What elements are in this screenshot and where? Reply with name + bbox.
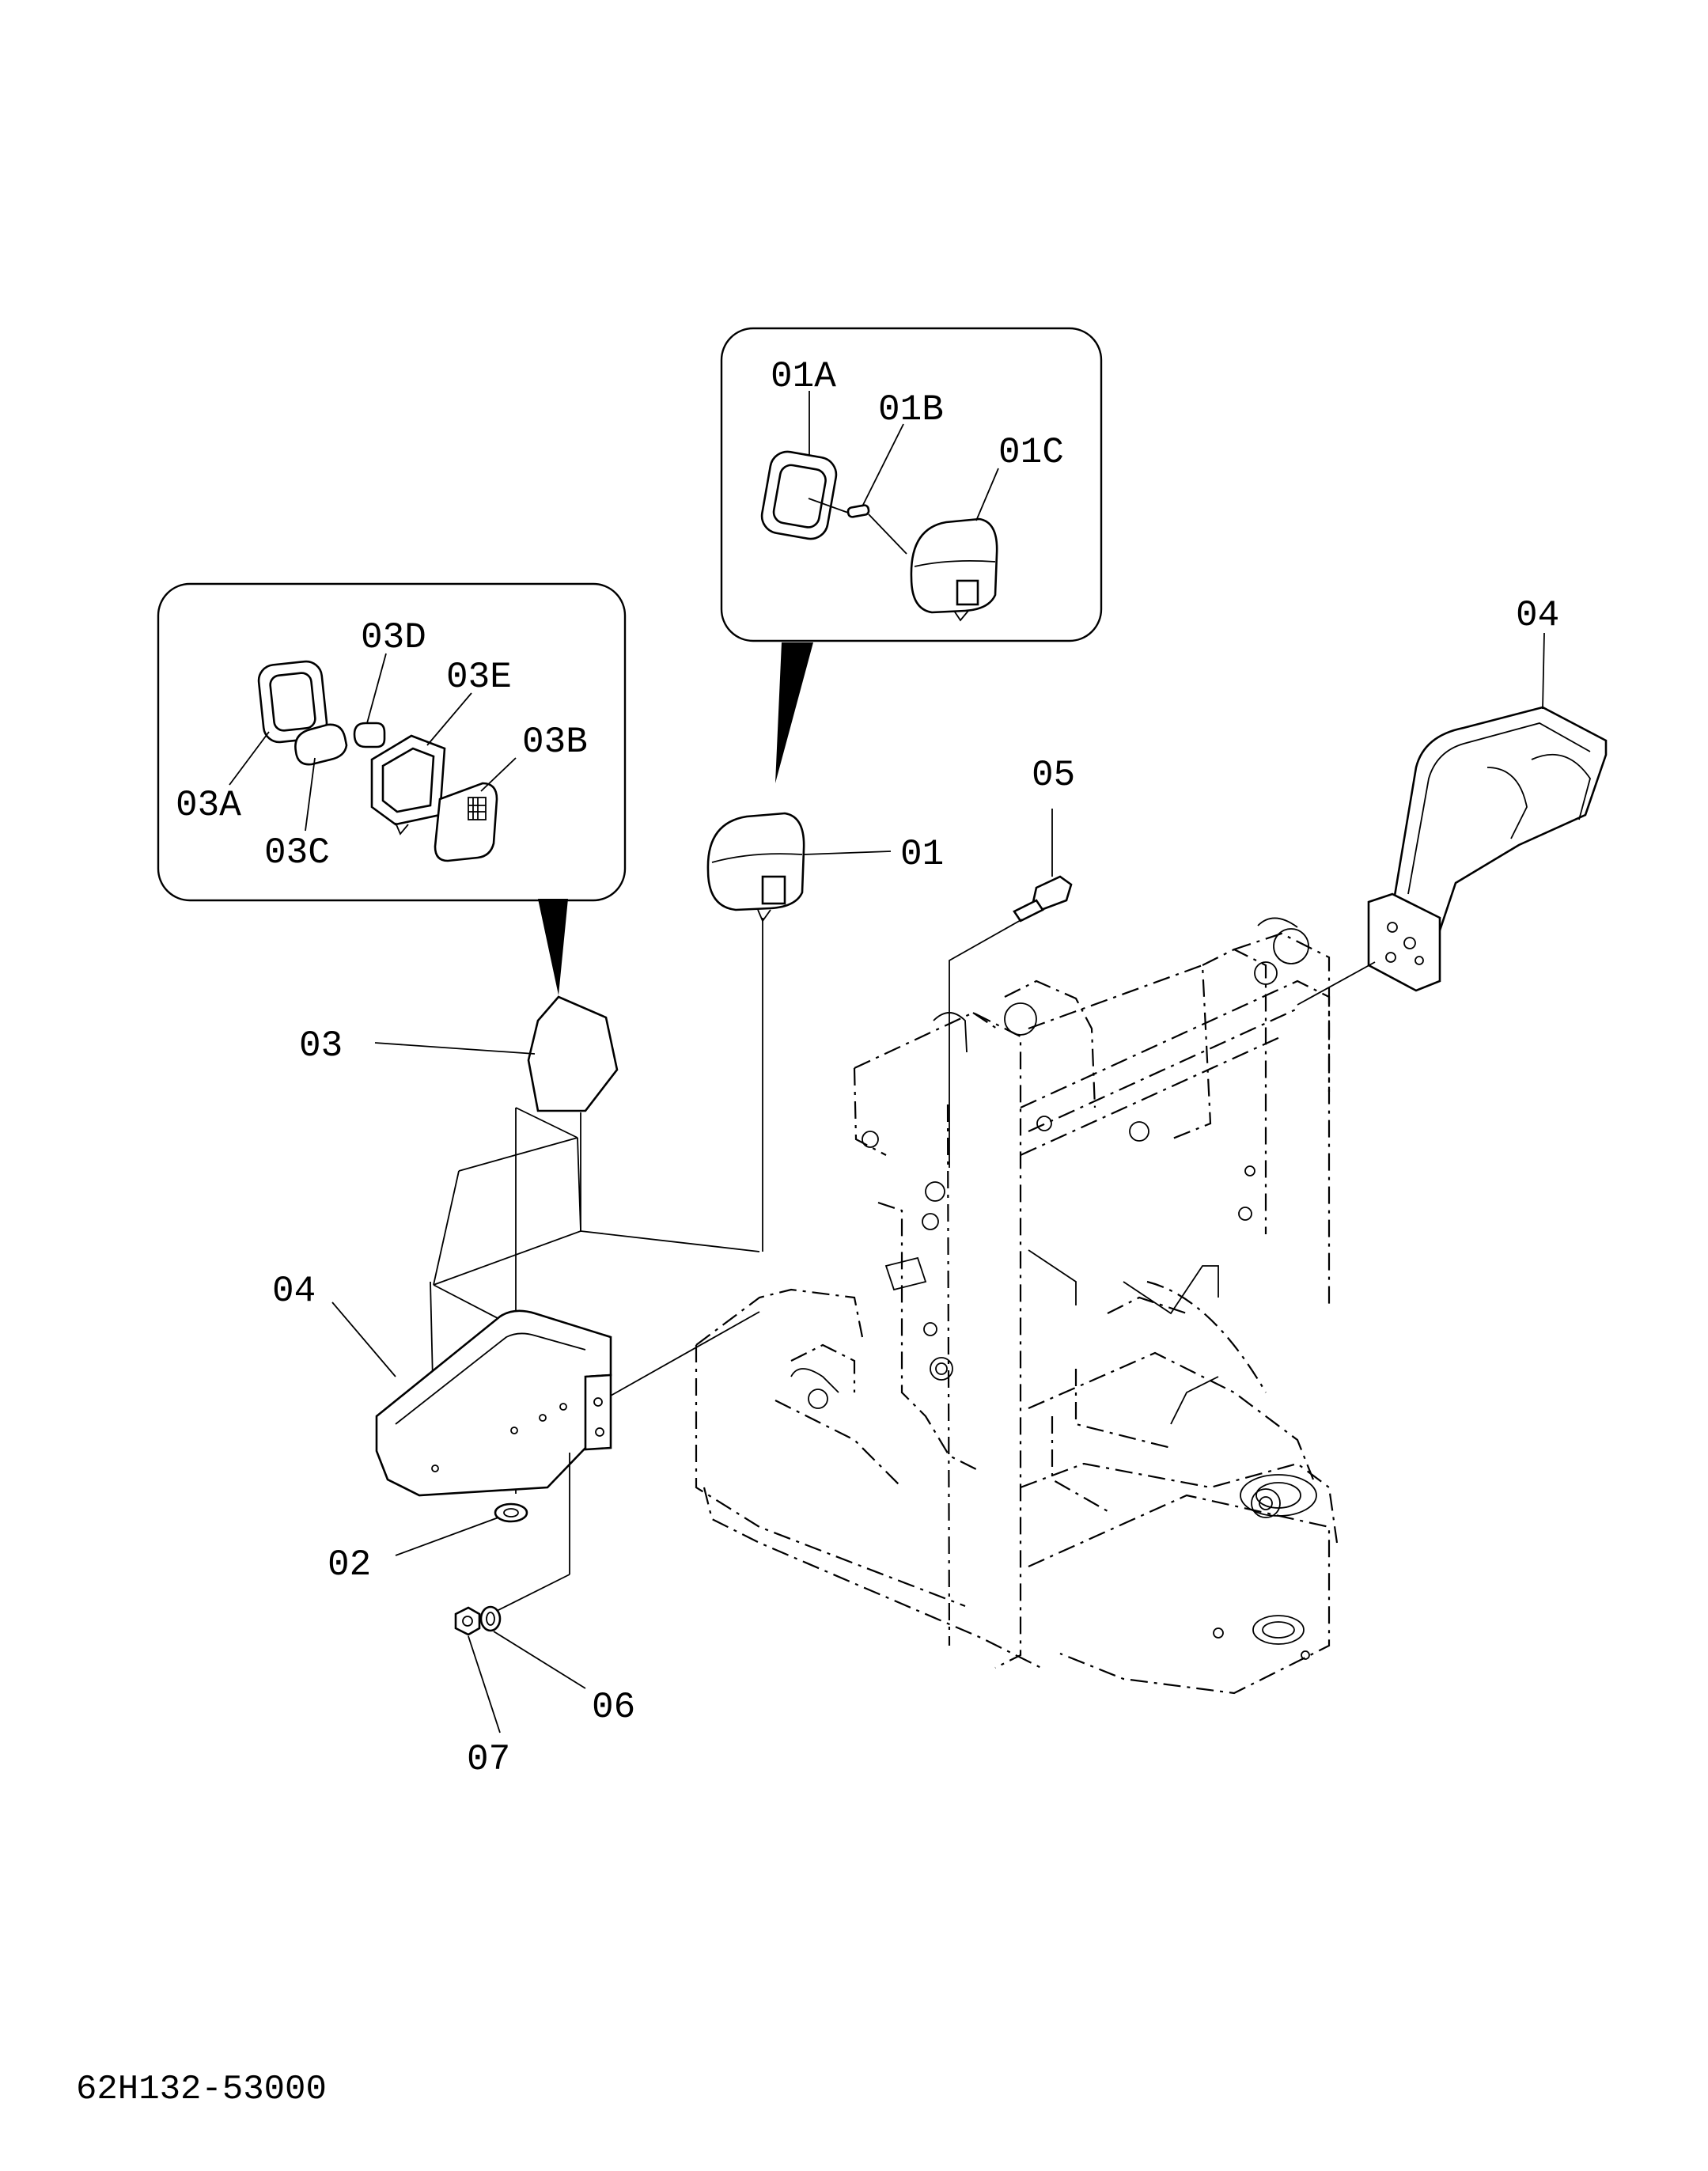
part-03B-cover [434,782,498,862]
part-01A-lens-rim [760,450,838,540]
part-02-washer [395,1502,528,1556]
part-04-left-guard [331,1301,760,1615]
callout-04-left: 04 [272,1271,316,1312]
callout-03C: 03C [264,832,330,873]
callout-07: 07 [467,1739,510,1780]
part-03A-lens-rim [257,660,328,744]
part-01B-bulb [846,504,870,518]
callout-02: 02 [328,1544,371,1586]
part-03E-housing [370,734,446,835]
callout-03E: 03E [446,657,512,698]
callout-01B: 01B [878,389,944,430]
part-03C-bulb [294,723,348,766]
callout-04-right: 04 [1516,595,1559,636]
part-05-bolt [949,809,1073,1168]
part-07-nut [454,1606,501,1733]
callout-06: 06 [592,1687,635,1728]
part-03D-bulb [353,722,386,748]
callout-labels: 01A 01B 01C 03D 03E 03B 03A 03C 01 05 04… [176,356,1559,1780]
detail-box-01 [720,327,1103,783]
document-number: 62H132-53000 [76,2070,327,2109]
part-06-spring-washer [479,1605,586,1689]
main-frame [695,917,1339,1695]
part-04-right-guard [1297,632,1608,1006]
callout-03B: 03B [522,722,588,763]
callout-03A: 03A [176,785,241,826]
callout-03D: 03D [361,617,426,658]
part-01C-housing [910,517,998,622]
callout-01A: 01A [771,356,836,397]
callout-05: 05 [1032,755,1075,796]
callout-01: 01 [900,834,944,875]
part-03-lamp [374,995,619,1231]
detail-box-03 [157,582,627,995]
part-01-work-light [706,812,892,1252]
callout-03: 03 [299,1025,343,1067]
callout-01C: 01C [998,432,1064,473]
